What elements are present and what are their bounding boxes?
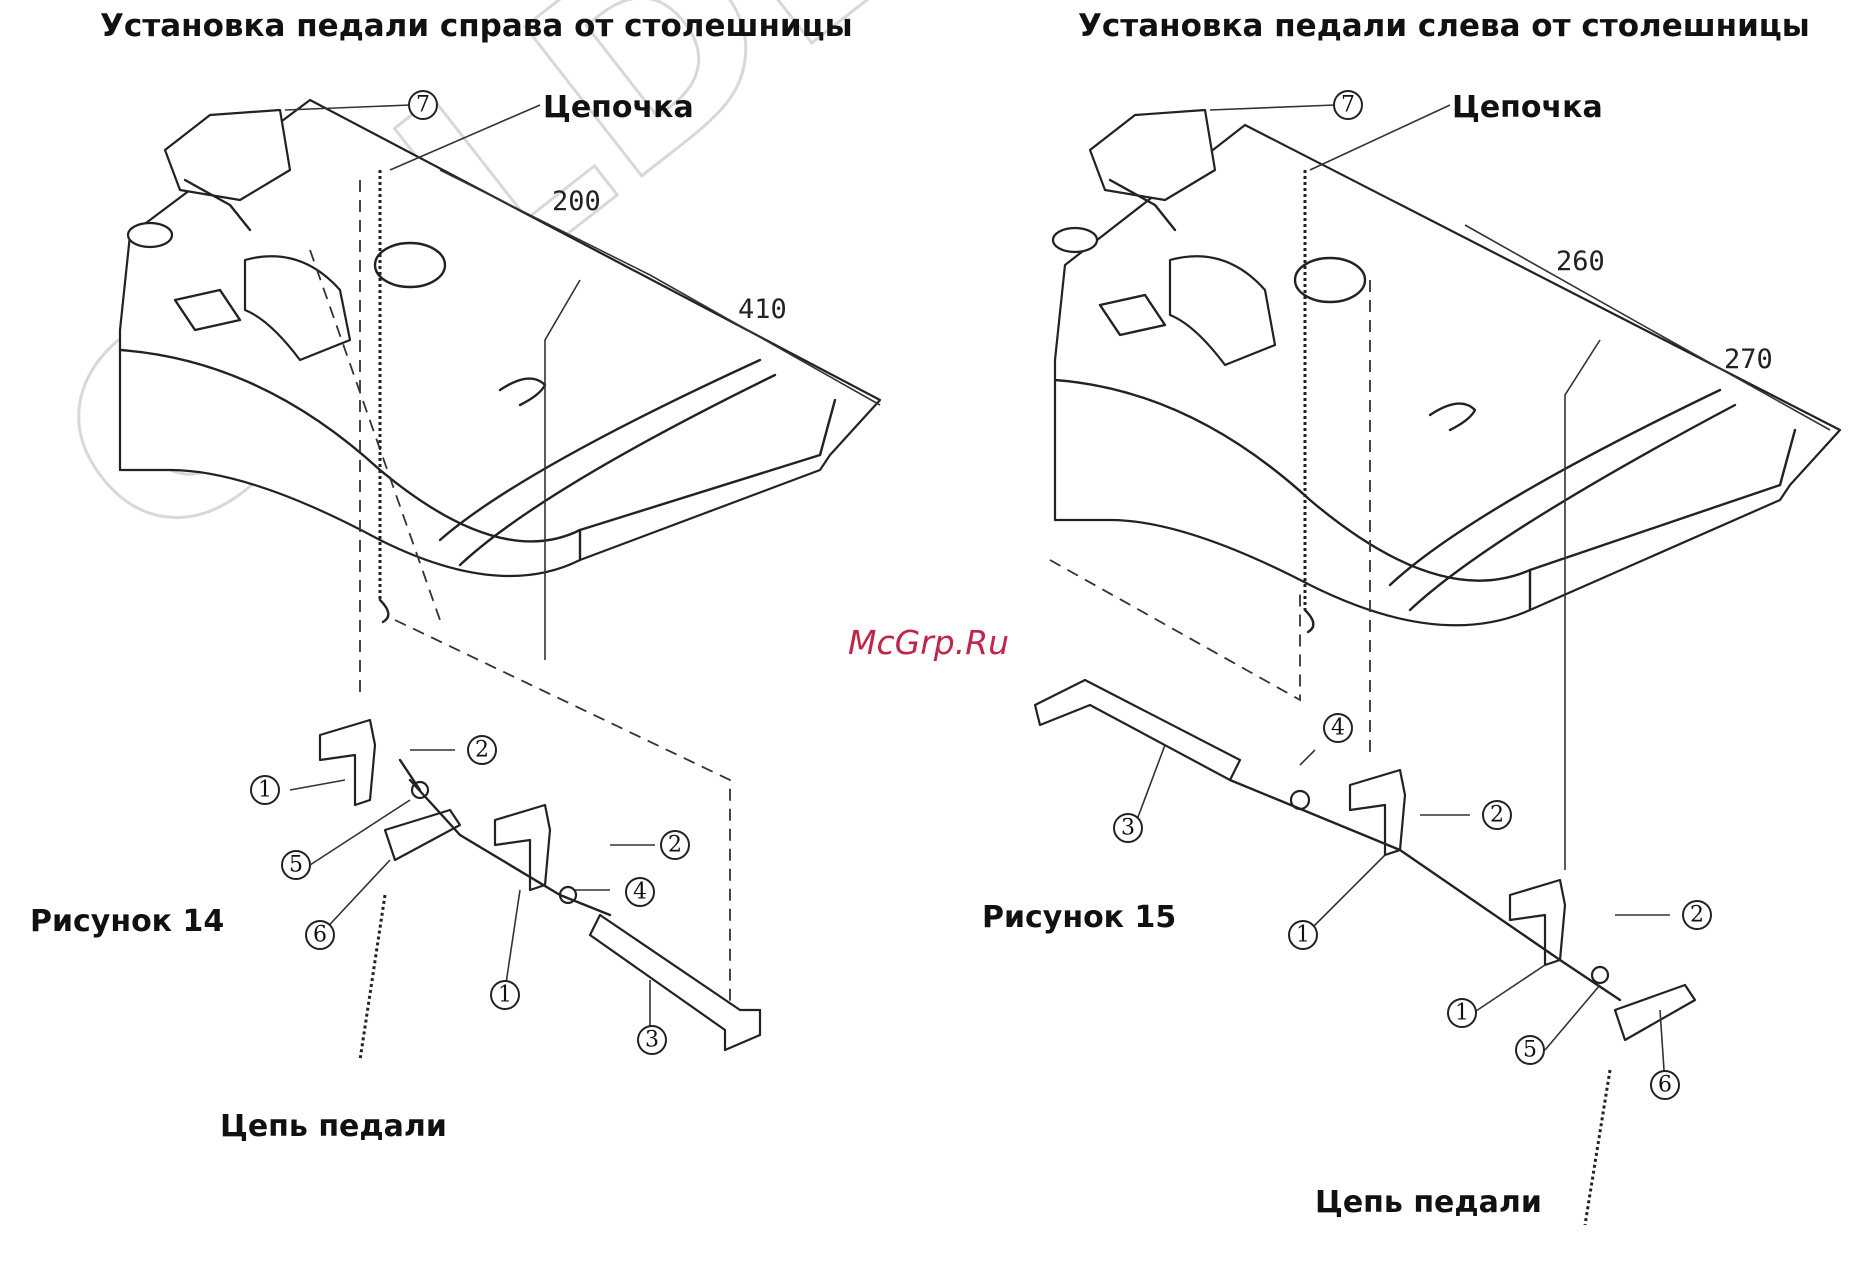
callout-6-right: 6 — [1651, 1071, 1679, 1099]
callout-6-left: 6 — [306, 921, 334, 949]
oil-hole-right — [1053, 228, 1097, 252]
figure-14-drawing: 200 410 — [120, 100, 880, 1060]
svg-text:7: 7 — [1341, 93, 1355, 118]
bracket-1b — [495, 805, 550, 890]
callout-3-left: 3 — [638, 1026, 666, 1054]
callout-1-right-b: 1 — [1448, 999, 1476, 1027]
shaft-3-right — [1035, 680, 1240, 780]
callout-3-right: 3 — [1114, 814, 1142, 842]
table-top-right — [1055, 125, 1840, 625]
bracket-1c — [1350, 770, 1405, 855]
svg-text:2: 2 — [475, 738, 489, 763]
bracket-1d — [1510, 880, 1565, 965]
svg-text:6: 6 — [1658, 1073, 1672, 1098]
label-pedal-chain-right: Цепь педали — [1315, 1185, 1542, 1220]
oil-hole-left — [128, 223, 172, 247]
callout-2-left-a: 2 — [468, 736, 496, 764]
svg-text:4: 4 — [1331, 716, 1345, 741]
pedal-chain-right-drawing — [1585, 1070, 1610, 1225]
svg-text:2: 2 — [1690, 903, 1704, 928]
callout-2-right-b: 2 — [1683, 901, 1711, 929]
pedal-lever-6-right — [1615, 985, 1695, 1040]
svg-text:2: 2 — [668, 833, 682, 858]
heading-right-install: Установка педали справа от столешницы — [100, 8, 853, 44]
svg-text:3: 3 — [645, 1028, 659, 1053]
label-chain-right: Цепочка — [1452, 90, 1603, 125]
dimension-200: 200 — [552, 186, 601, 217]
dimension-410: 410 — [738, 294, 787, 325]
svg-text:1: 1 — [498, 983, 512, 1008]
callout-2-right-a: 2 — [1483, 801, 1511, 829]
site-watermark: McGrp.Ru — [848, 623, 1009, 662]
label-pedal-chain-left: Цепь педали — [220, 1109, 447, 1144]
pedal-lever-6 — [385, 810, 460, 860]
callout-1-left-b: 1 — [491, 981, 519, 1009]
callout-1-left-a: 1 — [251, 776, 279, 804]
svg-text:3: 3 — [1121, 816, 1135, 841]
svg-text:1: 1 — [1296, 923, 1310, 948]
figure-14-caption: Рисунок 14 — [30, 904, 224, 939]
svg-text:1: 1 — [258, 778, 272, 803]
shaft-3 — [590, 915, 760, 1050]
callout-7-left: 7 — [409, 91, 437, 119]
pedal-chain-left-drawing — [360, 895, 385, 1060]
svg-text:7: 7 — [416, 93, 430, 118]
svg-text:1: 1 — [1455, 1001, 1469, 1026]
dimension-260: 260 — [1556, 246, 1605, 277]
figure-15-caption: Рисунок 15 — [982, 900, 1176, 935]
svg-text:2: 2 — [1490, 803, 1504, 828]
svg-text:6: 6 — [313, 923, 327, 948]
dimension-270: 270 — [1724, 344, 1773, 375]
svg-text:5: 5 — [1523, 1038, 1537, 1063]
svg-text:4: 4 — [633, 880, 647, 905]
callout-4-left: 4 — [626, 878, 654, 906]
bracket-1a — [320, 720, 375, 805]
figure-15-drawing: 260 270 — [1035, 110, 1840, 1225]
label-chain-left: Цепочка — [543, 90, 694, 125]
retaining-ring-5-right — [1592, 967, 1608, 983]
callout-5-left: 5 — [282, 851, 310, 879]
callout-4-right: 4 — [1324, 714, 1352, 742]
callout-7-right: 7 — [1334, 91, 1362, 119]
callout-2-left-b: 2 — [661, 831, 689, 859]
callout-1-right-a: 1 — [1289, 921, 1317, 949]
heading-left-install: Установка педали слева от столешницы — [1078, 8, 1810, 44]
callout-5-right: 5 — [1516, 1036, 1544, 1064]
svg-text:5: 5 — [289, 853, 303, 878]
